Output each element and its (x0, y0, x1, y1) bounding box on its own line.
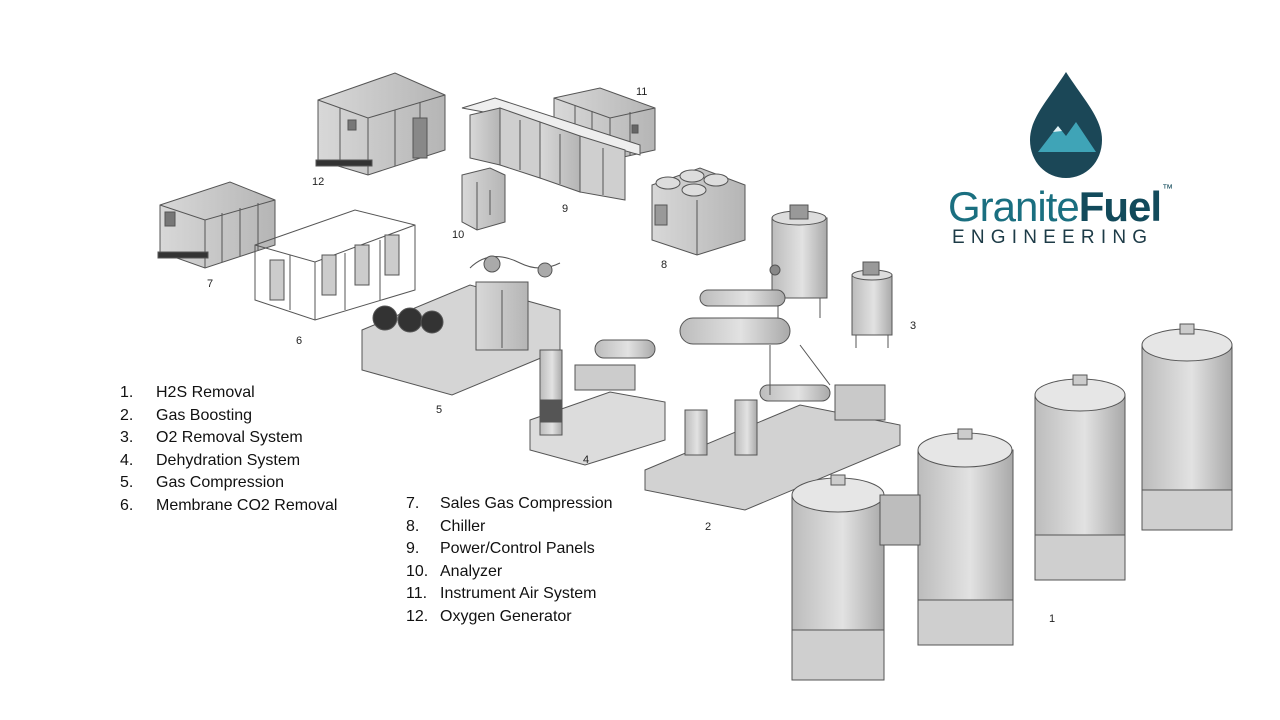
legend-item: 3. O2 Removal System (120, 427, 337, 450)
legend-item: 11. Instrument Air System (406, 583, 613, 606)
legend-number: 4. (120, 451, 134, 469)
legend-item: 4. Dehydration System (120, 450, 337, 473)
legend-label: Chiller (440, 517, 486, 535)
membrane-skid-drawing (254, 209, 416, 321)
analyzer-drawing (461, 167, 506, 231)
callout-3: 3 (910, 320, 917, 332)
legend-number: 10. (406, 562, 429, 580)
power-control-panels-drawing (461, 97, 641, 201)
legend-label: Analyzer (440, 562, 503, 580)
callout-2: 2 (705, 521, 712, 533)
h2s-removal-drawing (791, 323, 1233, 681)
legend-number: 2. (120, 406, 134, 424)
oxygen-generator-drawing (315, 72, 446, 176)
brand-subtitle: ENGINEERING (952, 227, 1154, 248)
legend-label: Sales Gas Compression (440, 495, 613, 512)
legend-item: 5. Gas Compression (120, 472, 337, 495)
legend-number: 9. (406, 540, 420, 557)
legend-label: O2 Removal System (156, 429, 303, 446)
legend-label: H2S Removal (156, 384, 255, 401)
legend-left: 1. H2S Removal 2. Gas Boosting 3. O2 Remova… (120, 382, 337, 517)
legend-label: Gas Boosting (156, 406, 253, 424)
legend-number: 1. (120, 384, 134, 401)
legend-item: 1. H2S Removal (120, 382, 337, 405)
sales-gas-compression-drawing (157, 181, 276, 269)
brand-name: GraniteFuel™ (948, 183, 1188, 231)
callout-7: 7 (207, 278, 214, 290)
legend-item: 7. Sales Gas Compression (406, 493, 613, 516)
legend-item: 10. Analyzer (406, 561, 613, 584)
callout-8: 8 (661, 259, 668, 271)
callout-9: 9 (562, 203, 569, 215)
o2-removal-drawing (769, 204, 893, 348)
gas-compression-drawing (361, 255, 561, 396)
brand-name-light: Granite (948, 183, 1080, 230)
chiller-drawing (651, 167, 746, 256)
brand-name-bold: Fuel (1078, 183, 1162, 230)
granitefuel-wordmark: GraniteFuel™ ENGINEERING (948, 183, 1188, 249)
legend-item: 8. Chiller (406, 516, 613, 539)
legend-label: Gas Compression (156, 474, 285, 491)
legend-item: 2. Gas Boosting (120, 405, 337, 428)
legend-number: 8. (406, 517, 420, 535)
legend-item: 6. Membrane CO2 Removal (120, 495, 337, 518)
callout-10: 10 (452, 229, 465, 241)
callout-6: 6 (296, 335, 303, 347)
legend-item: 9. Power/Control Panels (406, 538, 613, 561)
legend-item: 12. Oxygen Generator (406, 606, 613, 629)
callout-12: 12 (312, 176, 325, 188)
legend-label: Dehydration System (156, 451, 301, 469)
callout-5: 5 (436, 404, 443, 416)
trademark-symbol: ™ (1162, 183, 1173, 195)
legend-label: Membrane CO2 Removal (156, 496, 338, 514)
legend-number: 3. (120, 429, 134, 446)
callout-1: 1 (1049, 613, 1056, 625)
legend-number: 5. (120, 474, 134, 491)
legend-label: Instrument Air System (440, 585, 597, 602)
legend-number: 11. (406, 585, 428, 602)
dehydration-drawing (529, 339, 666, 466)
legend-number: 12. (406, 607, 429, 625)
gas-boosting-drawing (644, 289, 901, 511)
callout-11: 11 (636, 86, 648, 98)
legend-number: 6. (120, 496, 134, 514)
legend-label: Power/Control Panels (440, 540, 595, 557)
legend-number: 7. (406, 495, 420, 512)
legend-label: Oxygen Generator (440, 607, 572, 625)
granitefuel-logo-icon (1030, 72, 1102, 178)
callout-4: 4 (583, 454, 590, 466)
legend-right: 7. Sales Gas Compression 8. Chiller 9. Powe… (406, 493, 613, 628)
